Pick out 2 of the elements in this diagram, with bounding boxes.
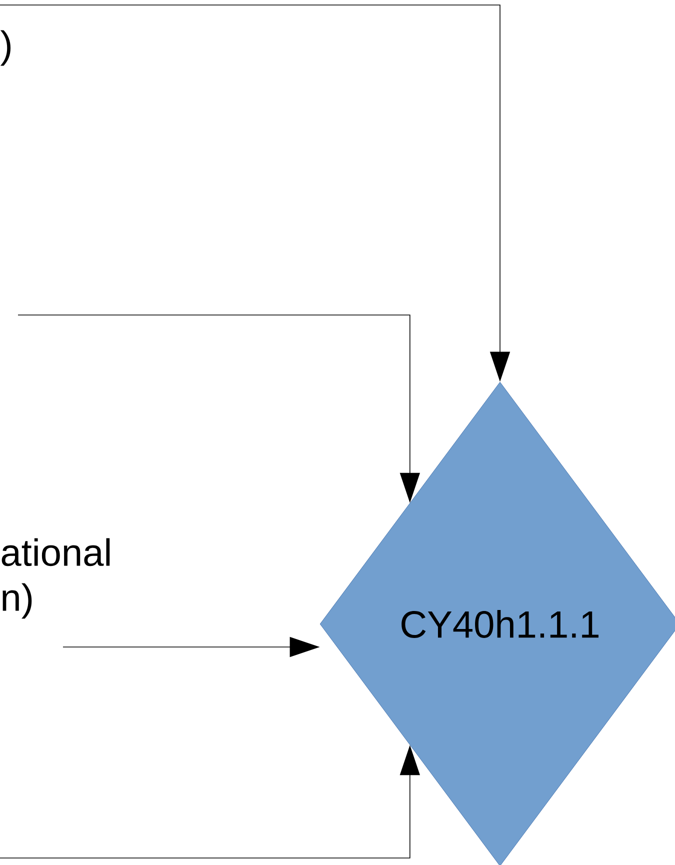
text-label: ) [0,30,10,66]
cut-text: ational n) [2,538,110,619]
